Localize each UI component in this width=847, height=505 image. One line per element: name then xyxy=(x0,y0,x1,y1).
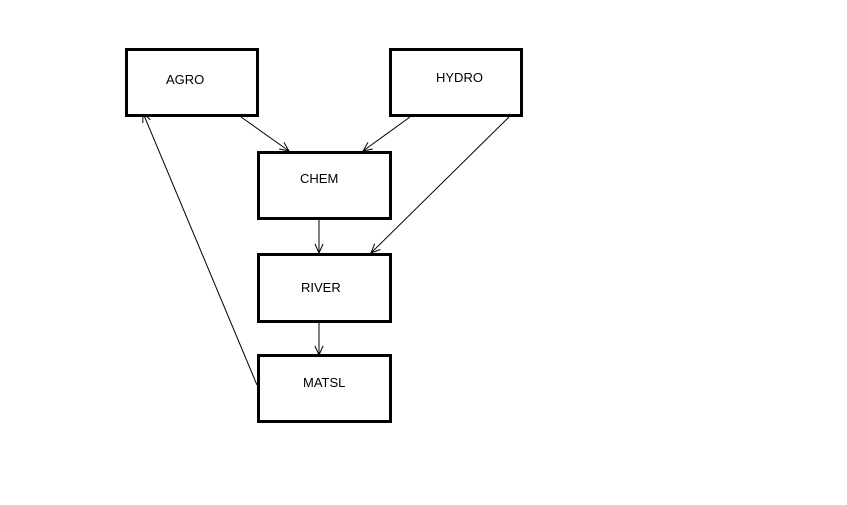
node-hydro: HYDRO xyxy=(389,48,523,117)
edge-hydro-to-chem xyxy=(362,116,411,152)
node-river: RIVER xyxy=(257,253,392,323)
node-river-label: RIVER xyxy=(301,280,341,295)
edge-group xyxy=(142,111,510,386)
edge-hydro-to-river xyxy=(370,116,510,254)
node-chem-label: CHEM xyxy=(300,171,339,186)
node-agro-label: AGRO xyxy=(166,72,205,87)
node-matsl: MATSL xyxy=(257,354,392,423)
edge-agro-to-chem xyxy=(240,116,290,152)
edge-matsl-to-agro xyxy=(142,112,258,386)
node-chem: CHEM xyxy=(257,151,392,220)
node-agro: AGRO xyxy=(125,48,259,117)
node-hydro-label: HYDRO xyxy=(436,70,483,85)
node-matsl-label: MATSL xyxy=(303,375,346,390)
